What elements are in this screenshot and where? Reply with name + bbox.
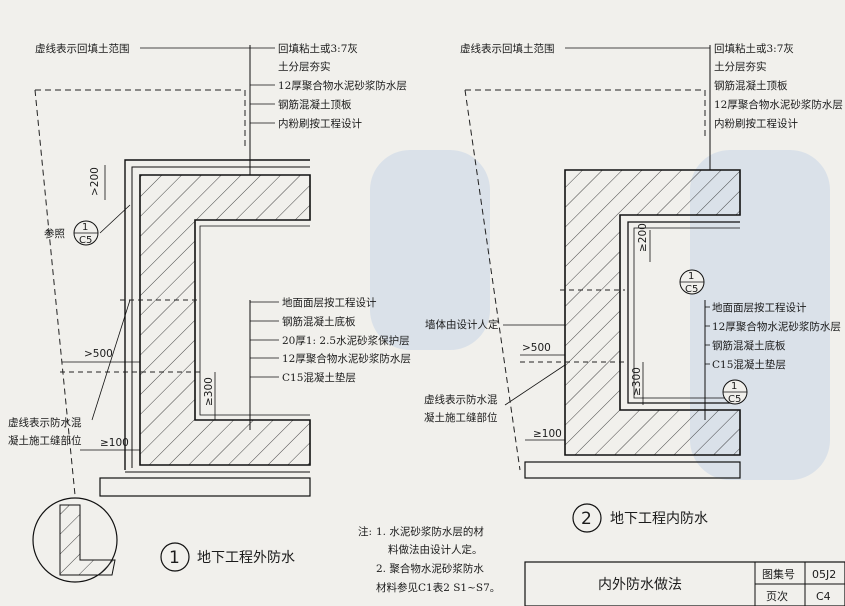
notes-item-1: 1. 水泥砂浆防水层的材 <box>376 525 484 538</box>
detail2-dim-500: >500 <box>522 342 551 354</box>
detail1-joint-leader <box>91 299 131 421</box>
detail1-bottom-layer-4: 12厚聚合物水泥砂浆防水层 <box>282 352 411 365</box>
detail2-wall-note: 墙体由设计人定 <box>425 318 499 331</box>
detail2-bottom-layer-1: 地面面层按工程设计 <box>712 301 807 314</box>
detail1-top-layer-4: 钢筋混凝土顶板 <box>278 98 352 111</box>
detail2-ref-a-num: 1 <box>688 271 694 282</box>
detail1-top-layer-1: 回填粘土或3:7灰 <box>278 42 358 55</box>
detail2-waterproof-layer <box>627 221 740 404</box>
detail1-ref-label: 参照 <box>44 227 65 240</box>
detail1-dim-200: >200 <box>89 167 101 196</box>
detail2-title: 地下工程内防水 <box>610 511 708 527</box>
detail1-bottom-layer-3: 20厚1: 2.5水泥砂浆保护层 <box>282 334 410 347</box>
detail2-ref-a-sheet: C5 <box>685 284 698 295</box>
detail2-bottom-layer-3: 钢筋混凝土底板 <box>712 339 786 352</box>
detail2-ref-b-num: 1 <box>731 381 737 392</box>
detail2-top-layer-2: 土分层夯实 <box>714 60 767 73</box>
detail1-concrete-wall <box>139 174 311 466</box>
detail2-waterproof-layer-inner <box>633 227 740 399</box>
detail1-joint-note-1: 虚线表示防水混 <box>8 416 82 429</box>
detail2-dim-300: ≥300 <box>631 367 643 396</box>
page-number-label: 页次 <box>766 589 788 603</box>
notes-item-4: 材料参见C1表2 S1~S7。 <box>376 581 500 594</box>
detail2-ref-b-sheet: C5 <box>728 394 741 405</box>
detail1-joint-note-2: 凝土施工缝部位 <box>8 434 82 447</box>
notes-item-3: 2. 聚合物水泥砂浆防水 <box>376 562 484 575</box>
detail1-ref-num: 1 <box>82 222 88 233</box>
detail2-top-layer-3: 钢筋混凝土顶板 <box>714 79 788 92</box>
detail1-ref-sheet: C5 <box>79 235 92 246</box>
detail1-bottom-layer-1: 地面面层按工程设计 <box>282 296 377 309</box>
detail1-backfill-range-label: 虚线表示回填土范围 <box>35 42 130 55</box>
detail1-dim-500: >500 <box>84 348 113 360</box>
detail2-backfill-dashed-diagonal <box>464 89 521 471</box>
detail1-inner-plaster <box>199 225 310 416</box>
detail1-c15-cushion <box>99 477 311 497</box>
title-block <box>524 561 845 606</box>
detail2-top-layer-1: 回填粘土或3:7灰 <box>714 42 794 55</box>
title-block-title: 内外防水做法 <box>598 577 682 593</box>
detail2-top-layer-4: 12厚聚合物水泥砂浆防水层 <box>714 98 843 111</box>
watermark-shape-left <box>370 150 490 350</box>
detail1-title-bubble <box>160 542 190 572</box>
notes-label: 注: <box>358 525 372 538</box>
detail1-ref-leader <box>99 204 131 234</box>
detail2-top-layer-5: 内粉刷按工程设计 <box>714 117 798 130</box>
detail2-c15-cushion <box>524 461 741 479</box>
detail2-bottom-layer-4: C15混凝土垫层 <box>712 358 786 371</box>
detail1-bottom-layer-2: 钢筋混凝土底板 <box>282 315 356 328</box>
detail2-dim-100: ≥100 <box>533 428 562 440</box>
detail-1 <box>32 45 311 583</box>
detail1-waterproof-layer-inner <box>131 166 310 468</box>
detail1-backfill-dashed-diagonal <box>34 89 76 496</box>
detail1-top-layer-2: 土分层夯实 <box>278 60 331 73</box>
detail1-enlarged-hatch <box>59 504 116 576</box>
atlas-number-value: 05J2 <box>812 568 836 581</box>
detail1-number: 1 <box>169 548 180 568</box>
atlas-number-label: 图集号 <box>762 567 795 581</box>
notes-item-2: 料做法由设计人定。 <box>388 543 483 556</box>
detail1-waterproof-layer <box>124 159 310 470</box>
detail1-backfill-dashed-line <box>35 89 246 150</box>
title-block-frame <box>524 561 845 606</box>
detail1-dim-300: ≥300 <box>203 377 215 406</box>
detail2-title-bubble <box>572 503 602 533</box>
page-number-value: C4 <box>816 590 831 603</box>
detail1-dim-100: ≥100 <box>100 437 129 449</box>
detail2-bottom-layer-2: 12厚聚合物水泥砂浆防水层 <box>712 320 841 333</box>
detail1-top-layer-3: 12厚聚合物水泥砂浆防水层 <box>278 79 407 92</box>
detail1-bottom-layer-5: C15混凝土垫层 <box>282 371 356 384</box>
detail-2 <box>464 45 748 533</box>
detail2-joint-note-1: 虚线表示防水混 <box>424 393 498 406</box>
detail2-backfill-dashed-line <box>465 89 706 140</box>
detail1-title: 地下工程外防水 <box>197 550 295 566</box>
detail2-backfill-range-label: 虚线表示回填土范围 <box>460 42 555 55</box>
detail1-top-layer-5: 内粉刷按工程设计 <box>278 117 362 130</box>
detail2-joint-note-2: 凝土施工缝部位 <box>424 411 498 424</box>
detail2-concrete-wall <box>564 169 741 456</box>
detail2-number: 2 <box>581 509 592 529</box>
detail2-joint-leader <box>504 364 566 406</box>
detail2-dim-200: ≥200 <box>637 223 649 252</box>
